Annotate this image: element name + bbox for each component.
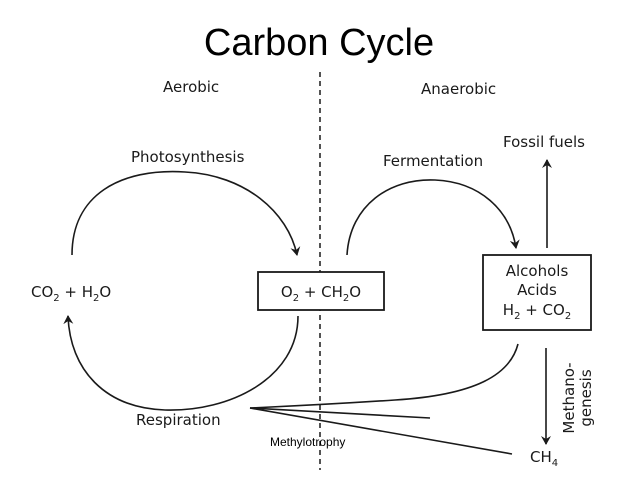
respiration-label: Respiration <box>136 411 221 429</box>
photosynthesis-label: Photosynthesis <box>131 148 245 166</box>
svg-text:genesis: genesis <box>577 369 595 426</box>
h2-co2-label: H2 + CO2 <box>503 301 571 322</box>
diagram-title: Carbon Cycle <box>204 22 434 64</box>
co2-h2o-label: CO2 + H2O <box>31 283 111 304</box>
fermentation-arrow <box>346 179 520 256</box>
anaerobic-label: Anaerobic <box>421 80 496 98</box>
anaerobic-respiration-line <box>249 343 519 409</box>
acids-label: Acids <box>517 281 557 299</box>
alcohols-label: Alcohols <box>506 262 569 280</box>
fermentation-products-box <box>482 254 592 331</box>
o2-ch2o-box <box>257 271 385 311</box>
methylotrophy-line-2 <box>249 407 431 419</box>
respiration-arrow <box>63 315 299 411</box>
ch4-label: CH4 <box>530 448 558 469</box>
aerobic-label: Aerobic <box>163 78 219 96</box>
fossil-fuels-label: Fossil fuels <box>503 133 585 151</box>
fermentation-label: Fermentation <box>383 152 483 170</box>
methanogenesis-label: Methano- genesis <box>560 362 595 433</box>
methylotrophy-label: Methylotrophy <box>270 435 345 449</box>
o2-ch2o-label: O2 + CH2O <box>281 283 361 304</box>
photosynthesis-arrow <box>71 170 301 256</box>
methylotrophy-line <box>249 407 513 455</box>
svg-text:Methano-: Methano- <box>560 362 578 433</box>
